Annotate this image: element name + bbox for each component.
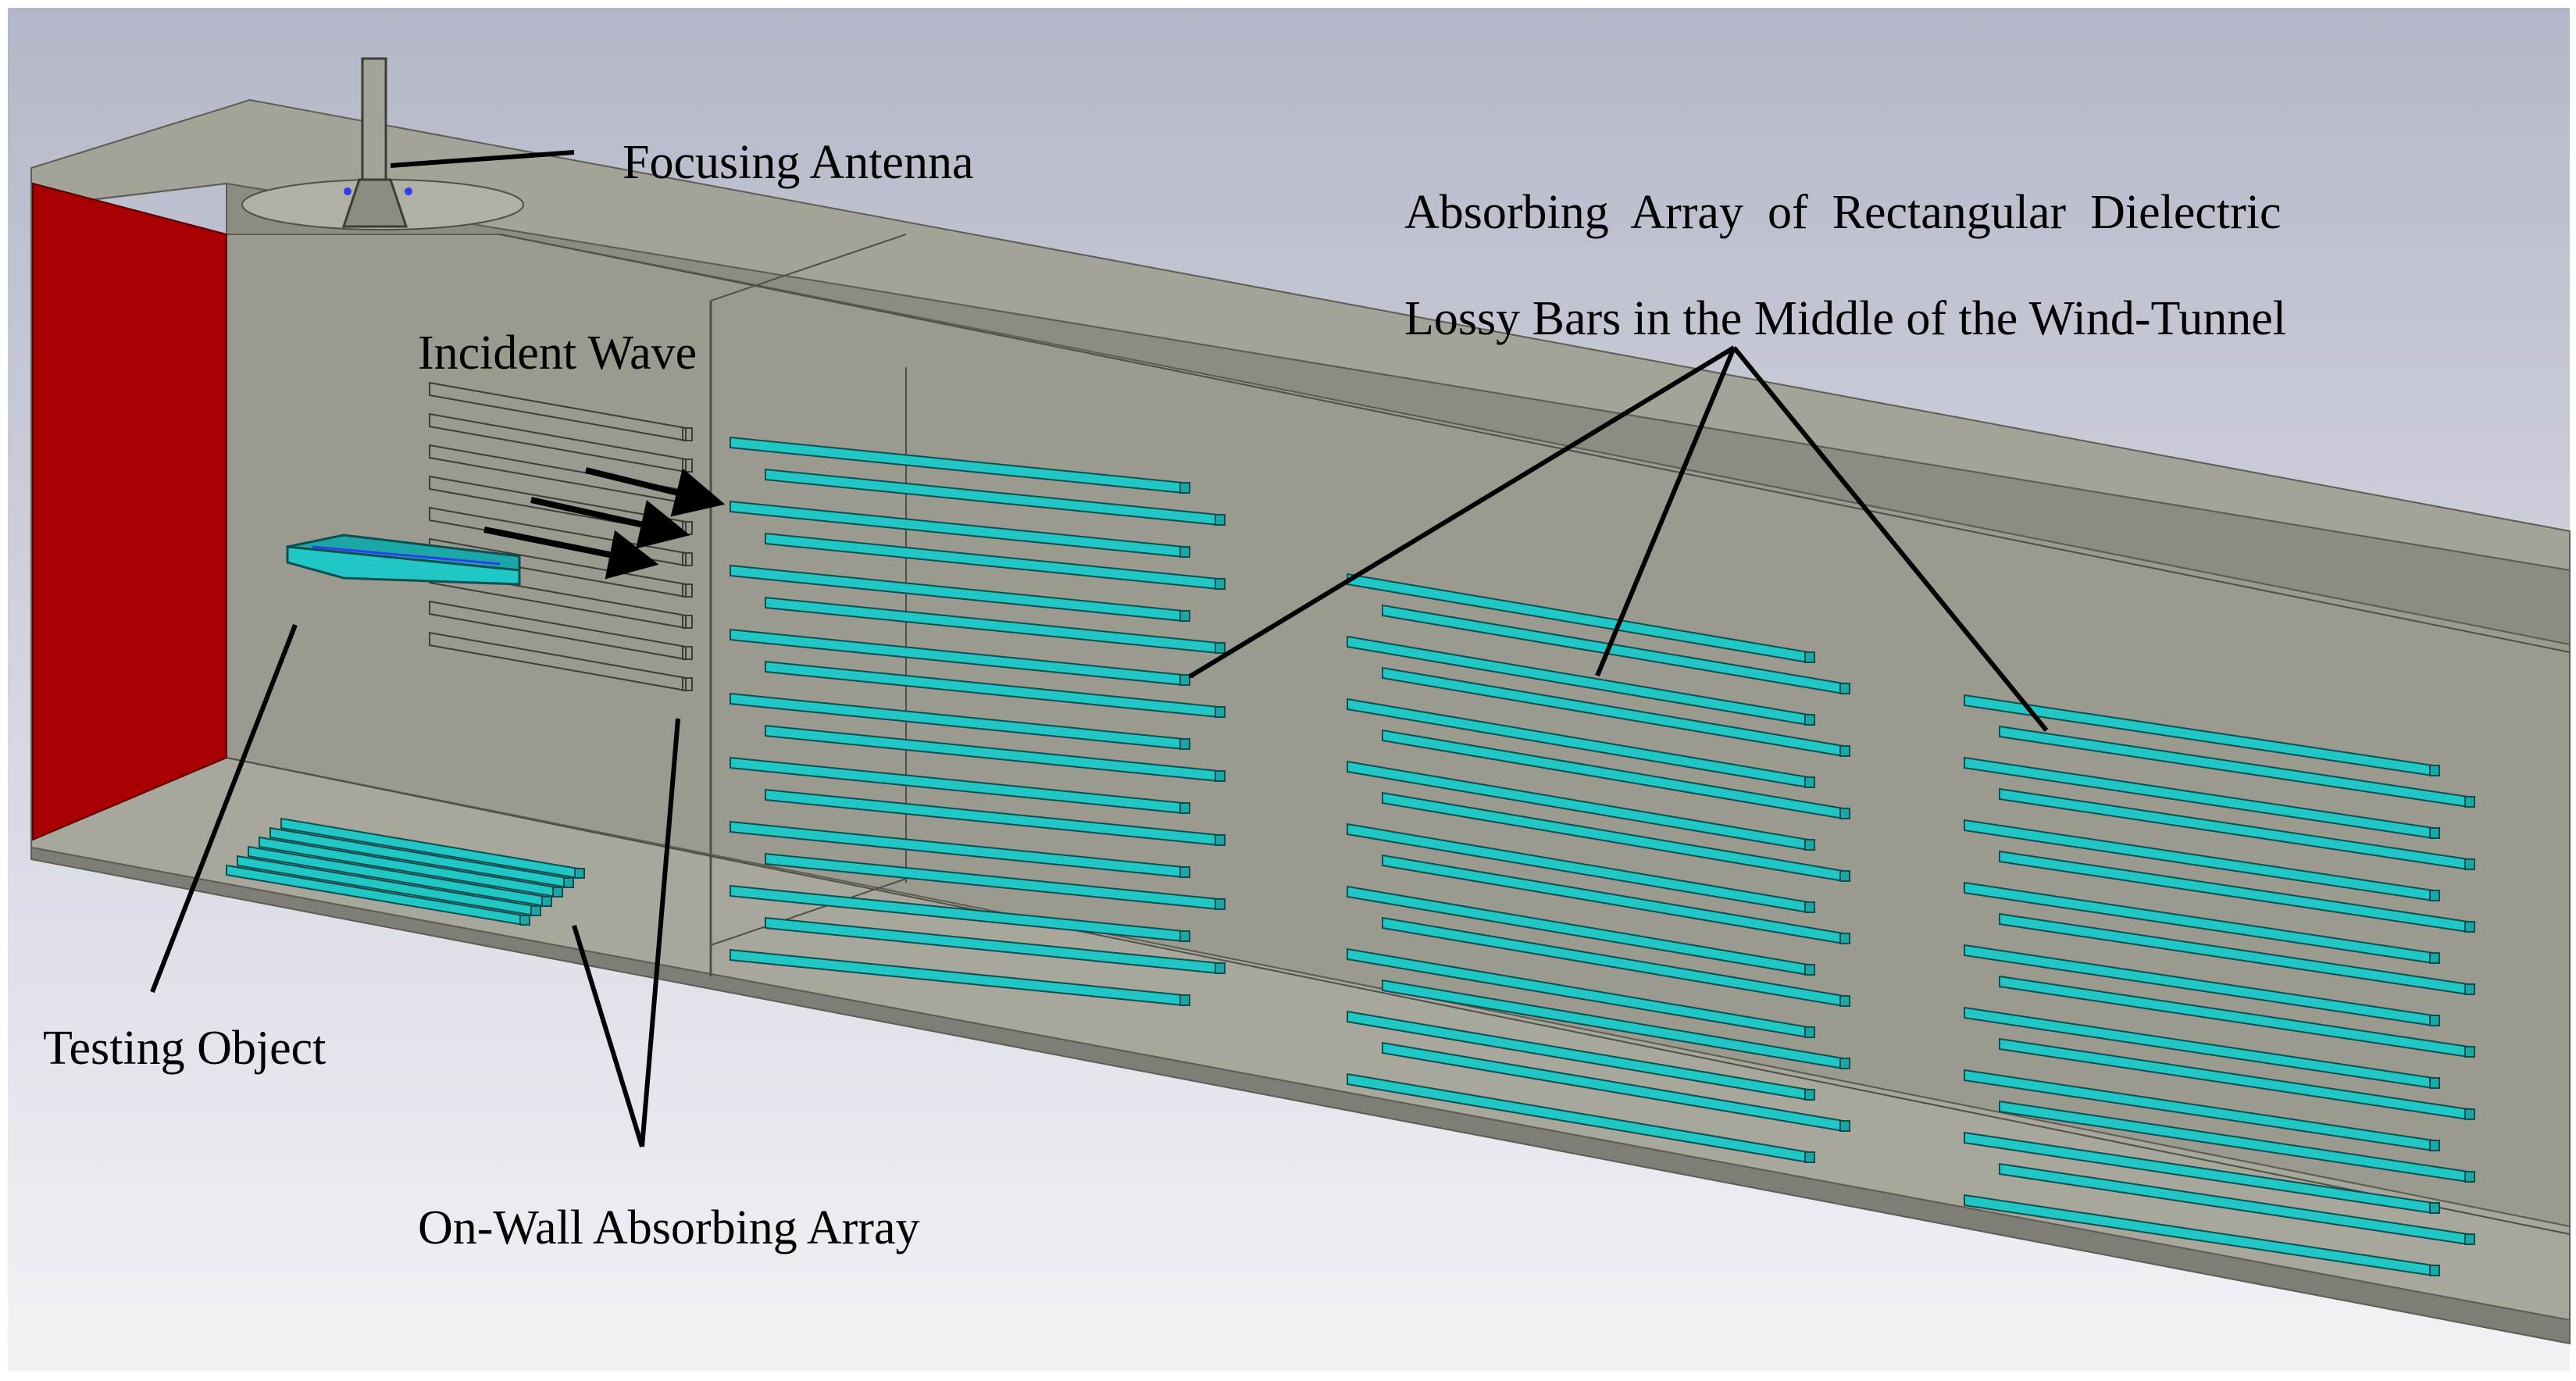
testing-object <box>286 533 521 586</box>
lossy-dielectric-bar-end <box>2429 890 2440 901</box>
lossy-dielectric-bar-end <box>2464 921 2475 933</box>
lossy-dielectric-bar-end <box>1179 482 1190 494</box>
on-wall-leader-2 <box>640 718 680 1147</box>
lossy-dielectric-bar-end <box>2464 796 2475 808</box>
absorbing-array-leader-2 <box>1595 346 1736 677</box>
lossy-dielectric-bar-end <box>2464 983 2475 995</box>
tunnel-ceiling-underside <box>30 182 2571 646</box>
lossy-dielectric-bar-end <box>1215 514 1226 526</box>
focusing-antenna-leader <box>390 150 575 168</box>
floor-absorbing-bar-end <box>541 896 552 907</box>
lossy-dielectric-bar-end <box>1804 964 1815 976</box>
absorbing-array-leader-3 <box>1732 346 2049 732</box>
lossy-dielectric-bar-end <box>2429 1202 2440 1214</box>
floor-absorbing-bar-end <box>574 868 585 879</box>
incident-grid-bar-end <box>682 646 693 660</box>
lossy-dielectric-bar-end <box>2464 1108 2475 1120</box>
leader-lines <box>150 150 2049 1147</box>
floor-absorbing-bar-end <box>519 915 530 926</box>
lossy-dielectric-bar-end <box>1179 802 1190 814</box>
incident-grid-bar-end <box>682 677 693 691</box>
lossy-dielectric-bar-end <box>1179 930 1190 942</box>
tunnel-edge-line <box>226 757 2571 1235</box>
testing-object-label: Testing Object <box>43 1022 326 1075</box>
lossy-dielectric-bar-end <box>1839 808 1850 819</box>
incident-wave-label: Incident Wave <box>418 327 697 380</box>
incident-grid-bar-end <box>682 583 693 598</box>
lossy-dielectric-bar-end <box>1804 901 1815 913</box>
lossy-dielectric-bar-end <box>2429 1077 2440 1089</box>
absorbing-array-leader-1 <box>1189 345 1736 678</box>
incident-wave-arrows <box>483 467 726 580</box>
lossy-dielectric-bar-end <box>1215 834 1226 846</box>
incident-arrow-3 <box>483 526 659 580</box>
lossy-dielectric-bar-end <box>1804 1151 1815 1163</box>
focusing-antenna <box>341 57 412 228</box>
tunnel-edge-line <box>499 234 2571 653</box>
lossy-dielectric-bar-end <box>1215 578 1226 590</box>
testing-object-leader <box>150 623 298 994</box>
lossy-dielectric-bar-end <box>1179 674 1190 686</box>
middle-absorbing-array-2 <box>1347 573 1850 1164</box>
lossy-dielectric-bar-end <box>1179 546 1190 558</box>
lossy-dielectric-bar-end <box>1804 651 1815 663</box>
lossy-dielectric-bar-end <box>2429 827 2440 839</box>
lossy-dielectric-bar-end <box>1839 1120 1850 1132</box>
floor-absorbing-bar-end <box>552 887 563 897</box>
lossy-dielectric-bar-end <box>1804 1089 1815 1101</box>
lossy-dielectric-bar-end <box>1215 706 1226 718</box>
on-wall-absorbing-array-label: On-Wall Absorbing Array <box>418 1201 919 1254</box>
incident-arrow-2 <box>530 497 690 549</box>
lossy-dielectric-bar-end <box>1215 962 1226 974</box>
lossy-dielectric-bar-end <box>1839 1058 1850 1069</box>
floor-absorbing-bar-end <box>530 905 541 916</box>
middle-absorbing-array-1 <box>730 436 1226 1007</box>
lossy-dielectric-bar-end <box>1215 770 1226 782</box>
waveguide-port <box>32 182 227 841</box>
lossy-dielectric-bar-end <box>1179 738 1190 750</box>
lossy-dielectric-bar-end <box>1839 683 1850 694</box>
lossy-dielectric-bar-end <box>2464 1171 2475 1183</box>
incident-arrow-1 <box>585 467 726 517</box>
tunnel-segment-line <box>710 234 907 302</box>
lossy-dielectric-bar-end <box>1215 642 1226 654</box>
lossy-dielectric-bar-end <box>2429 1140 2440 1151</box>
lossy-dielectric-bar-end <box>1804 714 1815 726</box>
lossy-dielectric-bar-end <box>1179 866 1190 878</box>
lossy-dielectric-bar-end <box>1179 994 1190 1006</box>
focusing-antenna-label: Focusing Antenna <box>623 136 973 189</box>
lossy-dielectric-bar-end <box>1839 933 1850 944</box>
lossy-dielectric-bar-end <box>2464 858 2475 870</box>
lossy-dielectric-bar-end <box>2429 952 2440 964</box>
floor-absorbing-bar-end <box>563 877 574 888</box>
lossy-dielectric-bar-end <box>2429 1265 2440 1276</box>
lossy-dielectric-bar-end <box>1804 776 1815 788</box>
lossy-dielectric-bar-end <box>1215 898 1226 910</box>
lossy-dielectric-bar-end <box>1839 995 1850 1007</box>
lossy-dielectric-bar-end <box>1804 839 1815 851</box>
absorbing-array-label-line2: Lossy Bars in the Middle of the Wind-Tun… <box>1404 292 2286 345</box>
on-wall-absorbing-array <box>226 817 585 926</box>
lossy-dielectric-bar-end <box>2464 1233 2475 1245</box>
incident-grid-bar-end <box>682 427 693 441</box>
lossy-dielectric-bar-end <box>2464 1046 2475 1058</box>
middle-absorbing-array-3 <box>1964 694 2475 1277</box>
lossy-dielectric-bar-end <box>1179 610 1190 622</box>
tunnel-floor-edge <box>30 846 2571 1345</box>
incident-grid-bar-end <box>682 552 693 566</box>
absorbing-array-label-line1: Absorbing Array of Rectangular Dielectri… <box>1404 186 2282 239</box>
incident-grid-bar-end <box>682 615 693 629</box>
on-wall-leader-1 <box>572 925 644 1147</box>
lossy-dielectric-bar-end <box>1839 745 1850 757</box>
lossy-dielectric-bar-end <box>2429 765 2440 776</box>
lossy-dielectric-bar-end <box>1839 870 1850 882</box>
lossy-dielectric-bar-end <box>1804 1026 1815 1038</box>
lossy-dielectric-bar-end <box>2429 1015 2440 1026</box>
